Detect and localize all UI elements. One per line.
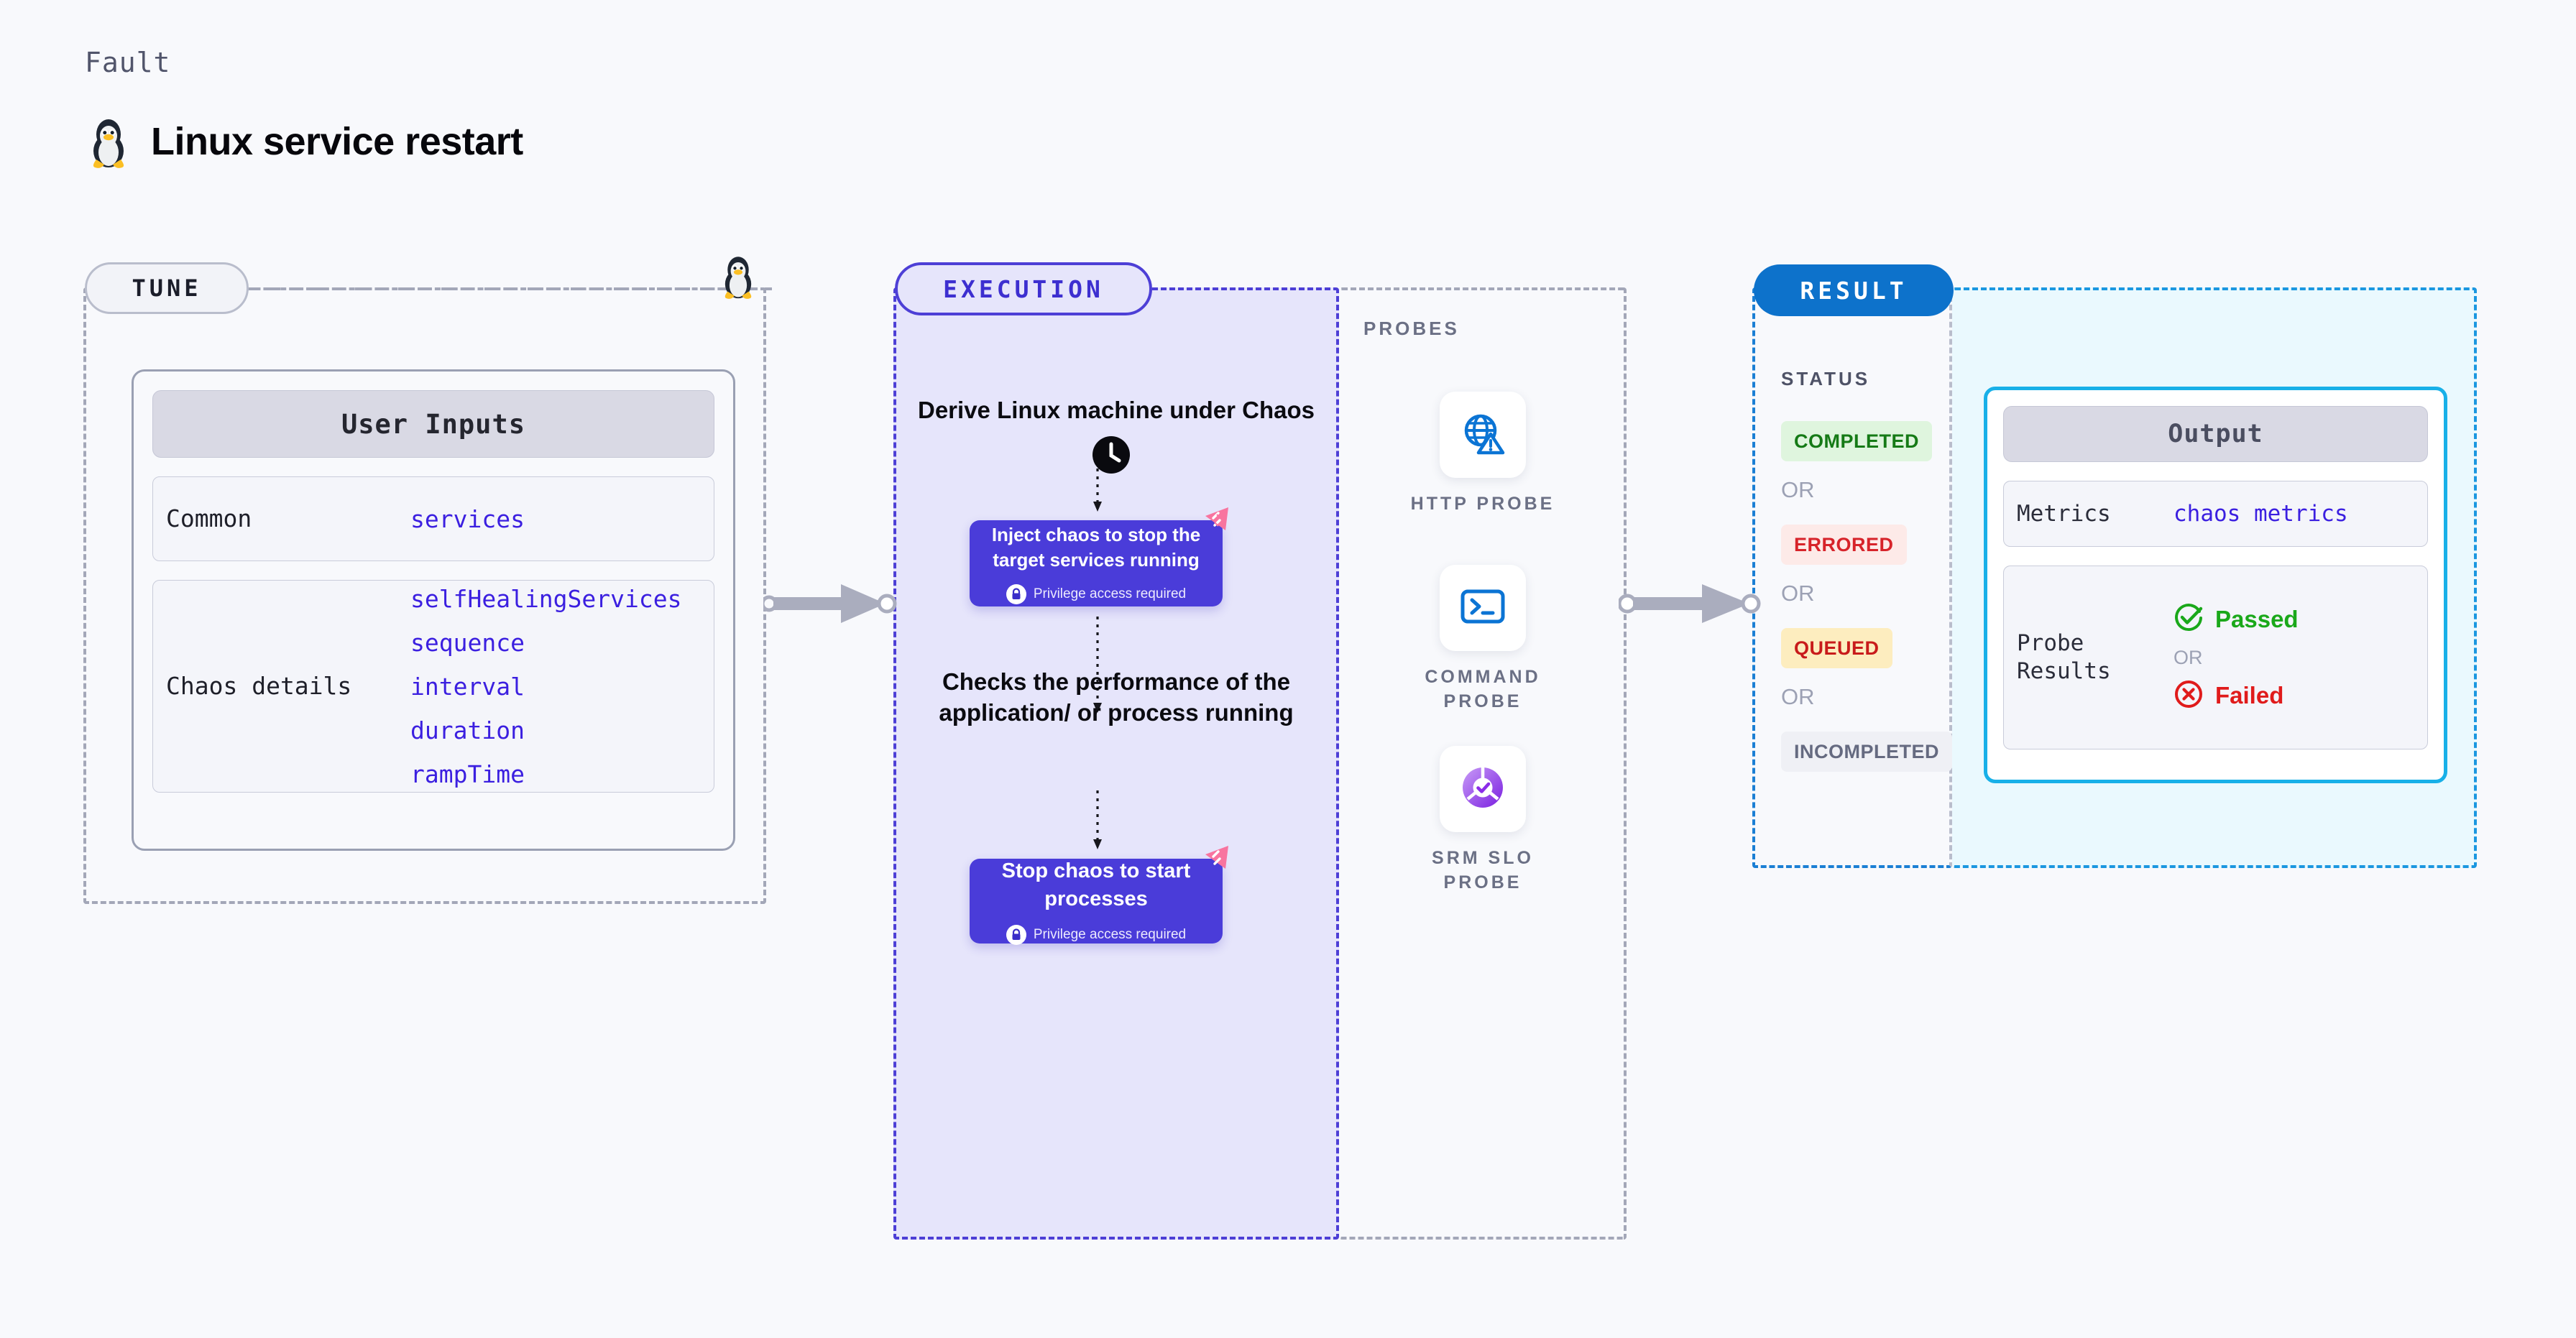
- input-value[interactable]: duration: [410, 716, 525, 744]
- status-badge-completed: COMPLETED: [1781, 421, 1933, 461]
- input-value[interactable]: rampTime: [410, 760, 525, 788]
- execution-step-derive: Derive Linux machine under Chaos: [918, 397, 1315, 423]
- chaos-card-stop[interactable]: Stop chaos to start processes Privilege …: [970, 846, 1228, 946]
- probe-verdict-failed: Failed: [2174, 679, 2299, 713]
- lock-icon: [1006, 584, 1026, 605]
- slo-check-icon: [1459, 764, 1506, 815]
- probe-verdict-label: Failed: [2215, 682, 2284, 709]
- probe-verdict-passed: Passed: [2174, 603, 2299, 637]
- probe-verdict-or: OR: [2174, 646, 2203, 668]
- probe-verdict-label: Passed: [2215, 606, 2299, 632]
- output-row-key: Probe Results: [2017, 630, 2111, 684]
- clock-icon: [1091, 435, 1131, 479]
- x-circle-icon: [2174, 679, 2204, 713]
- output-card-title: Output: [2003, 406, 2428, 462]
- privilege-note-text: Privilege access required: [1033, 586, 1187, 602]
- input-row-common: Common services: [152, 476, 714, 561]
- execution-stage-pill[interactable]: EXECUTION: [895, 262, 1152, 315]
- chaos-card-title: Inject chaos to stop the target services…: [991, 523, 1201, 571]
- status-or-label: OR: [1781, 581, 1815, 606]
- probes-section-title: PROBES: [1363, 318, 1460, 339]
- status-section-title: STATUS: [1781, 368, 1871, 389]
- linux-penguin-icon: [719, 253, 758, 303]
- output-row-key: Metrics: [2017, 500, 2111, 527]
- result-stage-pill[interactable]: RESULT: [1754, 264, 1954, 316]
- status-badge-queued: QUEUED: [1781, 628, 1892, 668]
- probe-label: SRM SLO PROBE: [1432, 848, 1534, 892]
- output-row-metrics: Metrics chaos metrics: [2003, 481, 2428, 547]
- page-title-row: Linux service restart: [86, 115, 523, 168]
- status-badge-incompleted: INCOMPLETED: [1781, 732, 1953, 772]
- output-card: Output Metrics chaos metrics Probe Resul…: [1984, 387, 2447, 783]
- harness-logo-icon: [1201, 504, 1233, 540]
- status-or-label: OR: [1781, 477, 1815, 502]
- harness-logo-icon: [1201, 843, 1233, 878]
- page-title: Linux service restart: [151, 120, 523, 163]
- terminal-icon: [1460, 587, 1506, 629]
- probe-tile: [1440, 392, 1526, 478]
- arrow-right-icon: [1619, 584, 1761, 623]
- privilege-note-text: Privilege access required: [1033, 927, 1187, 943]
- status-or-label: OR: [1781, 684, 1815, 709]
- execution-flow-column: Derive Linux machine under Chaos Inject …: [893, 287, 1339, 1240]
- probe-tile: [1440, 746, 1526, 832]
- page-eyebrow-label: Fault: [85, 47, 171, 78]
- input-row-chaos-details: Chaos details selfHealingServices sequen…: [152, 580, 714, 793]
- input-row-key: Chaos details: [166, 672, 352, 701]
- check-circle-icon: [2174, 603, 2204, 637]
- output-row-value[interactable]: chaos metrics: [2174, 501, 2348, 527]
- user-inputs-card: User Inputs Common services Chaos detail…: [132, 369, 735, 851]
- input-value[interactable]: sequence: [410, 628, 525, 657]
- user-inputs-card-title: User Inputs: [152, 390, 714, 458]
- linux-penguin-icon: [86, 115, 131, 168]
- tune-lead-line: [247, 287, 772, 290]
- tune-stage-pill[interactable]: TUNE: [85, 262, 249, 314]
- input-value[interactable]: services: [410, 504, 525, 533]
- input-value[interactable]: interval: [410, 672, 525, 701]
- probe-item-command[interactable]: COMMAND PROBE: [1400, 565, 1565, 714]
- privilege-note: Privilege access required: [1006, 584, 1187, 605]
- probe-item-http[interactable]: HTTP PROBE: [1400, 392, 1565, 517]
- globe-warning-icon: [1459, 410, 1506, 461]
- probe-item-srm-slo[interactable]: SRM SLO PROBE: [1400, 746, 1565, 895]
- dotted-arrow-icon: [1093, 790, 1102, 849]
- execution-step-checks: Checks the performance of the applicatio…: [939, 668, 1294, 726]
- probe-tile: [1440, 565, 1526, 651]
- probe-label: HTTP PROBE: [1410, 494, 1555, 514]
- lock-icon: [1006, 925, 1026, 946]
- dotted-arrow-icon: [1093, 617, 1102, 713]
- status-badge-errored: ERRORED: [1781, 525, 1907, 565]
- privilege-note: Privilege access required: [1006, 925, 1187, 946]
- arrow-right-icon: [763, 584, 897, 623]
- input-value[interactable]: selfHealingServices: [410, 584, 682, 613]
- probe-label: COMMAND PROBE: [1425, 667, 1541, 711]
- input-row-key: Common: [166, 504, 252, 533]
- chaos-card-title: Stop chaos to start processes: [1001, 859, 1191, 910]
- output-row-probe-results: Probe Results Passed OR: [2003, 566, 2428, 749]
- chaos-card-inject[interactable]: Inject chaos to stop the target services…: [970, 507, 1228, 606]
